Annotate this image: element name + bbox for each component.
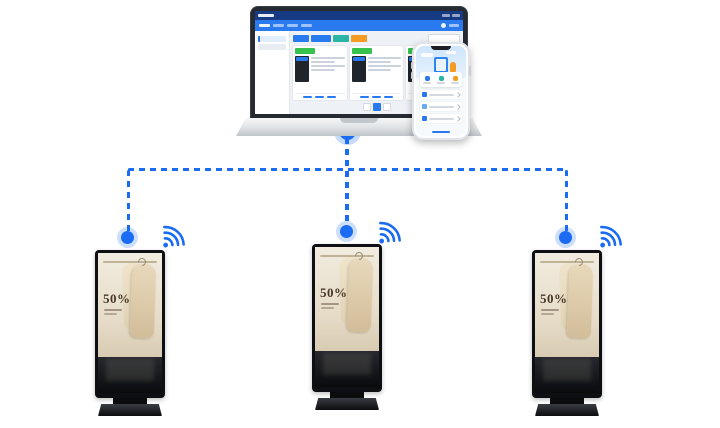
app-menu-row — [420, 102, 462, 111]
phone-volume-up-button — [411, 62, 413, 69]
connection-line-right — [565, 170, 568, 234]
poster-fineprint — [541, 309, 559, 311]
user-avatar — [441, 23, 446, 28]
cms-navbar — [255, 20, 463, 31]
cms-nav-tab — [273, 24, 284, 27]
cms-nav-tab — [287, 24, 298, 27]
cms-logo — [258, 14, 274, 17]
connection-node-kiosk-right — [559, 231, 572, 244]
signage-kiosk-center: 50% — [309, 244, 385, 410]
device-card-actions — [295, 93, 345, 98]
cms-sidebar — [255, 31, 290, 114]
wifi-icon — [149, 215, 194, 260]
cms-titlebar-item — [452, 14, 460, 17]
pagination — [362, 103, 391, 112]
kiosk-base — [535, 404, 599, 416]
phone-home-indicator — [416, 128, 466, 136]
device-card-actions — [351, 93, 402, 98]
cms-nav-tab — [259, 24, 270, 27]
clothes-rail — [103, 261, 157, 263]
username-text — [449, 24, 459, 27]
cms-titlebar-item — [442, 14, 450, 17]
phone-volume-down-button — [411, 72, 413, 79]
kiosk-base — [98, 404, 162, 416]
kiosk-stem — [113, 398, 147, 404]
toolbar-button-teal — [333, 35, 349, 42]
discount-label: 50% — [103, 291, 131, 306]
cms-titlebar — [255, 11, 463, 20]
pagination-current-page — [372, 103, 381, 111]
connection-line-left — [127, 170, 130, 234]
device-screen-thumbnail — [351, 56, 366, 82]
device-screen-thumbnail — [295, 56, 309, 82]
kiosk-poster: 50% — [98, 253, 162, 357]
discount-label: 50% — [540, 291, 568, 306]
cms-nav-tab — [301, 24, 312, 27]
connection-node-kiosk-left — [121, 231, 134, 244]
kiosk-stem — [550, 398, 584, 404]
glass-reflection — [105, 359, 155, 381]
pagination-next — [382, 103, 391, 111]
online-status-badge — [351, 48, 372, 54]
person-illustration — [450, 62, 456, 72]
app-menu-list — [416, 87, 466, 123]
kiosk-lower-glass — [535, 357, 599, 393]
kiosk-poster: 50% — [535, 253, 599, 357]
kiosk-lower-glass — [315, 351, 379, 387]
connection-line-center — [345, 138, 349, 230]
sidebar-item — [258, 44, 286, 50]
smartphone — [411, 42, 471, 140]
device-card — [293, 46, 347, 100]
glass-reflection — [542, 359, 592, 381]
phone-power-button — [469, 66, 471, 76]
device-info-text — [367, 56, 402, 93]
poster-fineprint — [321, 303, 339, 305]
phone-notch — [431, 46, 451, 50]
feature-devices-icon — [423, 75, 431, 84]
clothes-rail — [320, 255, 374, 257]
kiosk-lower-glass — [98, 357, 162, 393]
toolbar-button-blue — [293, 35, 309, 42]
kiosk-frame: 50% — [95, 250, 165, 398]
wifi-icon — [586, 215, 631, 260]
kiosk-poster: 50% — [315, 247, 379, 351]
toolbar-button-orange — [351, 35, 367, 42]
cloud-illustration — [446, 51, 456, 54]
feature-programs-icon — [437, 75, 445, 84]
poster-fineprint — [321, 307, 334, 309]
app-menu-row — [420, 114, 462, 123]
device-card — [349, 46, 404, 100]
garment-illustration — [346, 257, 374, 333]
connection-node-kiosk-center — [340, 225, 353, 238]
poster-fineprint — [104, 313, 117, 315]
glass-reflection — [322, 353, 372, 375]
signage-kiosk-left: 50% — [92, 250, 168, 416]
garment-illustration — [566, 263, 594, 339]
wifi-icon — [365, 211, 410, 256]
signage-kiosk-right: 50% — [529, 250, 605, 416]
garment-illustration — [129, 263, 157, 339]
kiosk-base — [315, 398, 379, 410]
poster-fineprint — [541, 313, 554, 315]
pagination-prev — [362, 103, 371, 111]
toolbar-button-blue — [311, 35, 331, 42]
laptop-hinge-notch — [340, 118, 378, 123]
kiosk-frame: 50% — [312, 244, 382, 392]
feature-tasks-icon — [451, 75, 459, 84]
signage-illustration — [434, 57, 448, 73]
poster-fineprint — [104, 309, 122, 311]
kiosk-stem — [330, 392, 364, 398]
online-status-badge — [295, 48, 315, 54]
device-info-text — [311, 56, 345, 93]
clothes-rail — [540, 261, 594, 263]
kiosk-frame: 50% — [532, 250, 602, 398]
app-feature-card — [420, 72, 462, 87]
cloud-illustration — [421, 53, 433, 57]
app-menu-row — [420, 90, 462, 99]
sidebar-item-selected — [258, 36, 286, 42]
discount-label: 50% — [320, 285, 348, 300]
phone-screen-mobile-app — [416, 46, 466, 136]
